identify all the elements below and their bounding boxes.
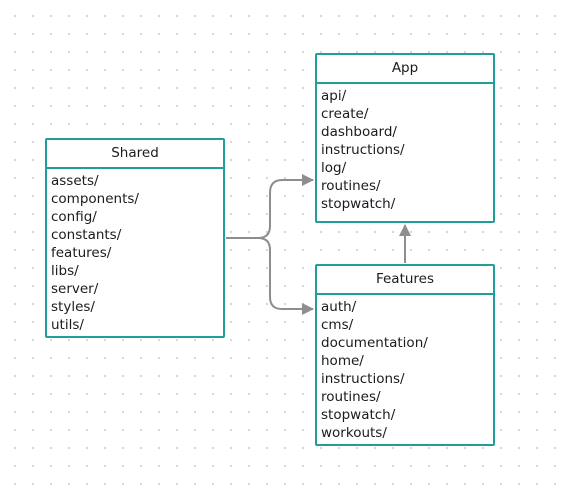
edge-shared-to-app[interactable] (226, 174, 314, 239)
node-shared[interactable]: Shared assets/ components/ config/ const… (45, 138, 225, 338)
node-shared-item: constants/ (51, 227, 122, 243)
node-shared-item: server/ (51, 281, 99, 297)
node-features[interactable]: Features auth/ cms/ documentation/ home/… (315, 264, 495, 446)
node-features-item: documentation/ (321, 335, 428, 351)
node-shared-item: libs/ (51, 263, 79, 279)
node-features-item: stopwatch/ (321, 407, 396, 423)
node-features-items: auth/ cms/ documentation/ home/ instruct… (317, 295, 493, 442)
node-features-item: workouts/ (321, 425, 387, 441)
node-app-item: log/ (321, 160, 347, 176)
node-app-item: stopwatch/ (321, 196, 396, 212)
node-shared-items: assets/ components/ config/ constants/ f… (47, 169, 223, 334)
node-app[interactable]: App api/ create/ dashboard/ instructions… (315, 53, 495, 223)
node-app-item: dashboard/ (321, 124, 397, 140)
node-features-item: instructions/ (321, 371, 405, 387)
node-shared-item: assets/ (51, 173, 99, 189)
node-shared-item: config/ (51, 209, 97, 225)
node-features-item: cms/ (321, 317, 354, 333)
node-app-item: create/ (321, 106, 369, 122)
node-app-item: routines/ (321, 178, 381, 194)
node-app-title: App (317, 55, 493, 84)
node-app-item: api/ (321, 88, 347, 104)
node-shared-item: utils/ (51, 317, 84, 333)
node-features-item: routines/ (321, 389, 381, 405)
node-features-item: home/ (321, 353, 364, 369)
node-shared-item: features/ (51, 245, 112, 261)
node-features-title: Features (317, 266, 493, 295)
node-app-item: instructions/ (321, 142, 405, 158)
edge-shared-to-features[interactable] (226, 237, 314, 315)
node-app-items: api/ create/ dashboard/ instructions/ lo… (317, 84, 493, 213)
node-shared-title: Shared (47, 140, 223, 169)
node-shared-item: components/ (51, 191, 139, 207)
node-shared-item: styles/ (51, 299, 95, 315)
node-features-item: auth/ (321, 299, 357, 315)
